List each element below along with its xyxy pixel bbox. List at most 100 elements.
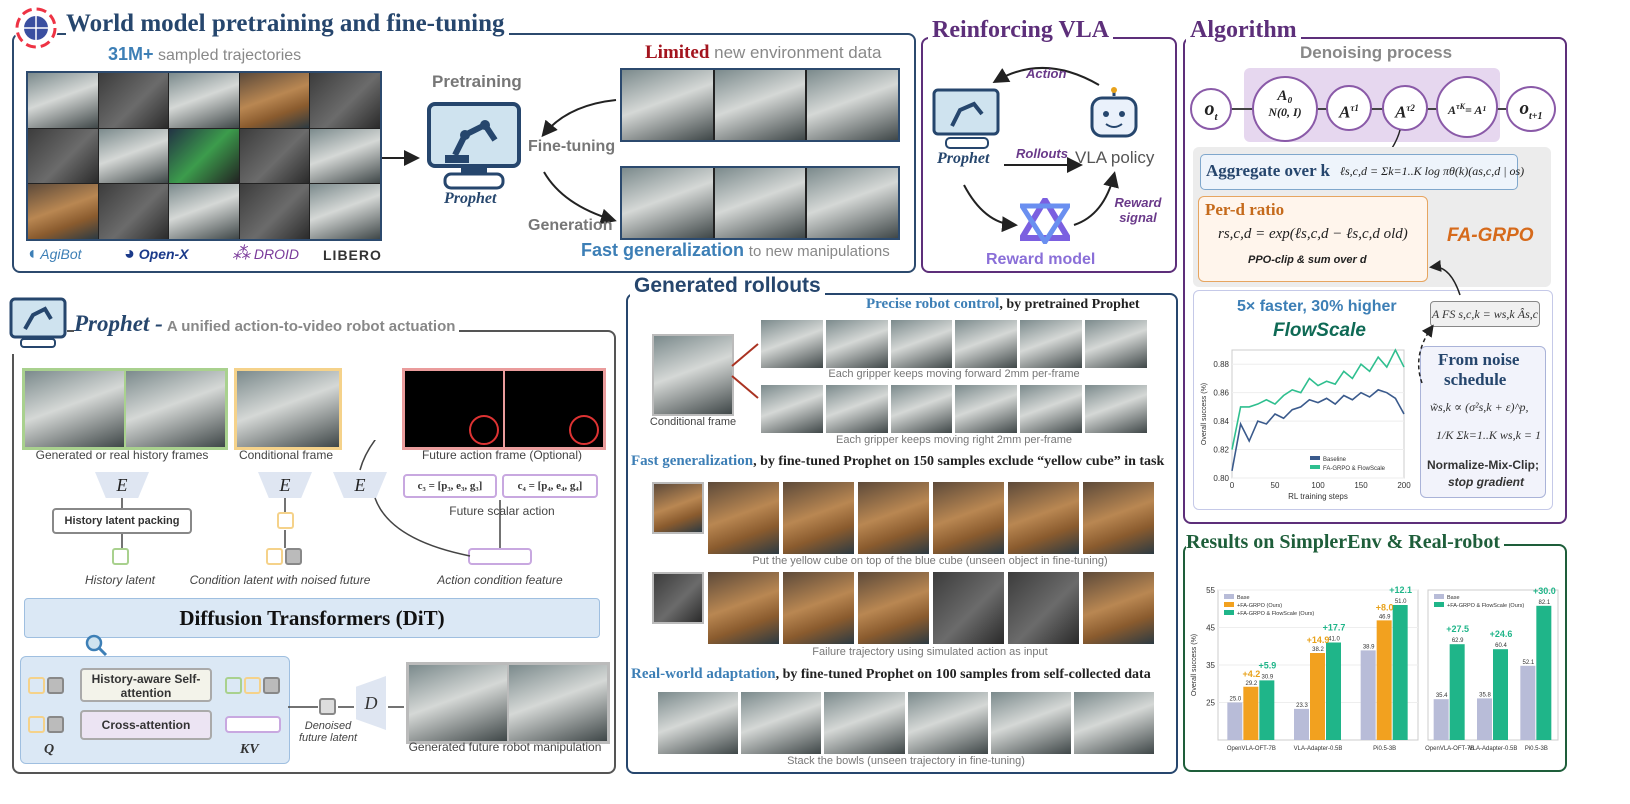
future-frame-label: Future action frame (Optional) <box>421 448 583 462</box>
kv-token-1 <box>225 677 242 694</box>
logo-openx: ◕ Open-X <box>124 243 189 263</box>
rollout-frame <box>708 482 779 554</box>
legend-label: +FA-GRPO (Ours) <box>1237 603 1282 609</box>
x-tick-label: Pi0.5-3B <box>1373 746 1396 752</box>
rollout-frame <box>825 320 888 368</box>
bar <box>1449 644 1465 740</box>
x-tick-label: OpenVLA-OFT-7B <box>1425 746 1474 752</box>
grid-image <box>28 73 98 128</box>
noise-label-2: schedule <box>1444 370 1507 389</box>
grid-image <box>239 184 310 239</box>
rvla-reward-model: Reward model <box>986 251 1096 268</box>
cond-latent-label: Condition latent with noised future <box>189 573 371 587</box>
encoder-hist: E <box>95 472 149 498</box>
rollout-frame <box>1085 320 1147 368</box>
bar <box>1536 605 1552 740</box>
cond-frame-image <box>237 371 339 447</box>
x-tick-label: 50 <box>1271 481 1280 490</box>
gain-label-green: +24.6 <box>1490 629 1513 639</box>
real-line: Real-world adaptation, by fine-tuned Pro… <box>631 666 1151 682</box>
bar <box>1310 653 1325 740</box>
rvla-reward-signal: Reward signal <box>1114 195 1162 225</box>
wm-count-line: 31M+ sampled trajectories <box>108 44 301 65</box>
bar <box>1326 642 1341 740</box>
wm-prophet-label: Prophet <box>444 190 497 207</box>
wm-fastgen: Fast generalization <box>581 240 745 260</box>
y-tick-label: 35 <box>1206 661 1215 670</box>
rollout-frame <box>1083 482 1154 554</box>
stack-caption: Stack the bowls (unseen trajectory in fi… <box>787 755 1025 767</box>
dit-banner: Diffusion Transformers (DiT) <box>24 598 600 638</box>
put-caption: Put the yellow cube on top of the blue c… <box>752 555 1108 567</box>
legend-label: +FA-GRPO & FlowScale (Ours) <box>1447 603 1524 609</box>
stack-strip <box>658 692 1155 754</box>
node-a-tau2: Aτ2 <box>1382 85 1428 131</box>
rollout-frame <box>658 692 739 754</box>
legend-label: Baseline <box>1323 457 1347 463</box>
rollout-frame <box>824 692 905 754</box>
bar-value-label: 82.1 <box>1538 600 1550 606</box>
logo-agibot: ◖ AgiBot <box>26 243 82 263</box>
gain-label-green: +30.0 <box>1533 586 1556 596</box>
x-tick-label: 200 <box>1397 481 1411 490</box>
w-eq-1: w̃s,k ∝ (σ²s,k + ε)^p, <box>1430 400 1529 414</box>
strip-image <box>807 168 899 238</box>
y-tick-label: 0.82 <box>1213 446 1229 455</box>
algorithm-panel <box>1183 37 1567 524</box>
rollout-frame <box>933 482 1004 554</box>
faster-label: 5× faster, 30% higher <box>1237 298 1397 315</box>
rollout-frame <box>933 572 1004 644</box>
bar-value-label: 35.8 <box>1479 692 1491 698</box>
kv-label: KV <box>240 742 259 757</box>
x-tick-label: 100 <box>1311 481 1325 490</box>
future-scalar-label: Future scalar action <box>449 504 555 518</box>
rvla-action: Action <box>1026 66 1067 81</box>
grid-image <box>169 73 239 128</box>
bar-value-label: 29.2 <box>1245 681 1257 687</box>
action-cond-label: Action condition feature <box>437 573 563 587</box>
flowscale-label: FlowScale <box>1273 320 1366 341</box>
bar <box>1376 620 1392 740</box>
grid-image <box>169 184 239 239</box>
bar-value-label: 23.3 <box>1296 703 1308 709</box>
kv-token-2 <box>244 677 261 694</box>
rvla-prophet: Prophet <box>937 150 990 167</box>
cond-rollout-label: Conditional frame <box>649 416 737 428</box>
node-o-next: ot+1 <box>1506 86 1556 132</box>
bar <box>1243 686 1259 740</box>
logo-droid: ⁂ DROID <box>232 243 300 263</box>
results-title: Results on SimplerEnv & Real-robot <box>1186 531 1505 554</box>
rollout-frame <box>1085 385 1147 433</box>
trajectory-grid <box>26 71 382 241</box>
y-axis-label: Overall success (%) <box>1191 634 1198 696</box>
stopgrad-label: stop gradient <box>1448 475 1525 489</box>
c3-box: c₃ = [p₃, e₃, g₃] <box>403 474 497 498</box>
q-token-1 <box>28 677 45 694</box>
q-token-3 <box>28 716 45 733</box>
rollout-frame <box>858 572 929 644</box>
rollout-frame <box>1073 692 1155 754</box>
failure-caption: Failure trajectory using simulated actio… <box>812 646 1048 658</box>
grid-image <box>28 128 98 184</box>
rollouts-panel <box>626 293 1178 774</box>
grid-image <box>239 73 310 128</box>
series-line-0 <box>1231 388 1405 472</box>
legend-swatch <box>1310 465 1320 469</box>
y-tick-label: 0.88 <box>1213 360 1229 369</box>
bar <box>1477 698 1492 740</box>
failure-strip <box>652 572 1154 644</box>
x-axis-label: RL training steps <box>1288 492 1348 501</box>
future-frame-image <box>505 371 603 447</box>
bar <box>1259 680 1275 740</box>
gen-future-label: Generated future robot manipulation <box>408 740 602 754</box>
bar-value-label: 41.0 <box>1328 637 1340 643</box>
hist-latent-token <box>112 548 129 565</box>
flow-arrows <box>1417 260 1461 384</box>
grid-image <box>310 184 380 239</box>
prophet-title: Prophet - A unified action-to-video robo… <box>74 311 460 337</box>
x-tick-label: 150 <box>1354 481 1368 490</box>
bar <box>1520 665 1536 740</box>
cross-attn-box: Cross-attention <box>80 710 212 740</box>
gain-label-green: +12.1 <box>1389 585 1412 595</box>
